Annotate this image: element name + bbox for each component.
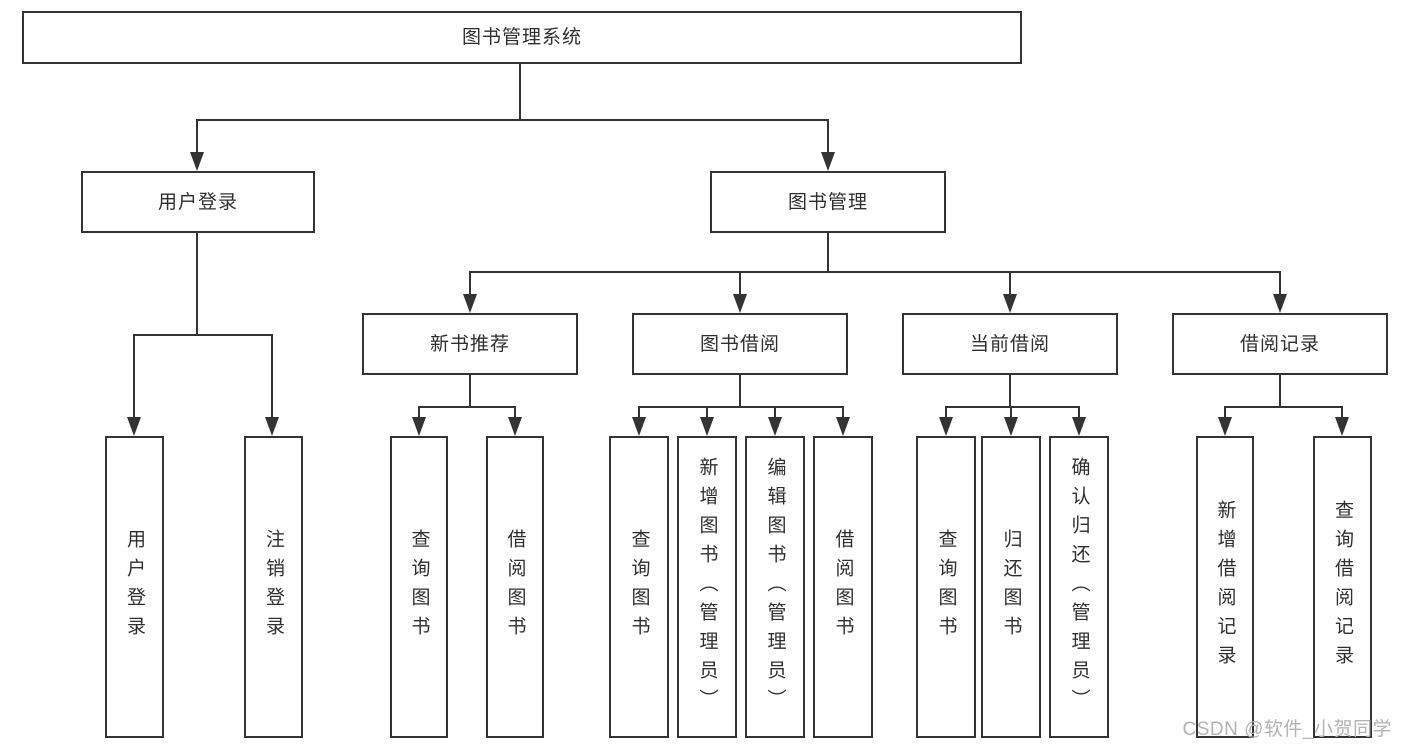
node-user-login: 用户登录 [81,171,315,233]
node-borrow-records-label: 借阅记录 [1239,333,1320,355]
leaf-query-borrow-record-label: 查询借阅记录 [1332,500,1353,674]
node-library-system-label: 图书管理系统 [461,27,582,48]
leaf-borrow-books-recommend-label: 借阅图书 [504,529,526,645]
node-book-management-label: 图书管理 [787,191,868,213]
leaf-add-borrow-record: 新增借阅记录 [1196,436,1254,738]
leaf-logout: 注销登录 [244,436,303,738]
node-borrow-records: 借阅记录 [1172,313,1388,375]
node-book-borrow-label: 图书借阅 [699,333,780,355]
leaf-add-book-admin-label: 新增图书（管理员） [696,456,718,718]
leaf-edit-book-admin-label: 编辑图书（管理员） [764,456,786,718]
node-book-management: 图书管理 [710,171,946,233]
watermark: CSDN @软件_小贺同学 [1182,719,1392,740]
leaf-borrow-books-label: 借阅图书 [832,529,854,645]
leaf-add-book-admin: 新增图书（管理员） [677,436,737,738]
node-book-borrow: 图书借阅 [632,313,848,375]
leaf-query-books-borrow: 查询图书 [609,436,669,738]
node-new-book-recommend: 新书推荐 [362,313,578,375]
leaf-borrow-books-recommend: 借阅图书 [486,436,544,738]
leaf-query-books-borrow-label: 查询图书 [628,529,650,645]
leaf-query-books-current-label: 查询图书 [935,529,957,645]
leaf-query-books-current: 查询图书 [916,436,976,738]
leaf-confirm-return-admin: 确认归还（管理员） [1049,436,1109,738]
leaf-user-login-label: 用户登录 [124,529,145,645]
leaf-query-books-recommend-label: 查询图书 [408,529,430,645]
node-new-book-recommend-label: 新书推荐 [429,333,510,355]
leaf-logout-label: 注销登录 [263,529,284,645]
node-library-system: 图书管理系统 [22,11,1022,64]
leaf-add-borrow-record-label: 新增借阅记录 [1214,500,1236,674]
node-current-borrow: 当前借阅 [902,313,1118,375]
node-current-borrow-label: 当前借阅 [969,333,1050,355]
leaf-edit-book-admin: 编辑图书（管理员） [745,436,805,738]
node-user-login-label: 用户登录 [157,191,238,213]
leaf-return-books-label: 归还图书 [1000,529,1022,645]
leaf-borrow-books: 借阅图书 [813,436,873,738]
leaf-confirm-return-admin-label: 确认归还（管理员） [1068,456,1090,718]
leaf-return-books: 归还图书 [981,436,1041,738]
leaf-user-login: 用户登录 [105,436,164,738]
leaf-query-borrow-record: 查询借阅记录 [1313,436,1372,738]
leaf-query-books-recommend: 查询图书 [390,436,448,738]
